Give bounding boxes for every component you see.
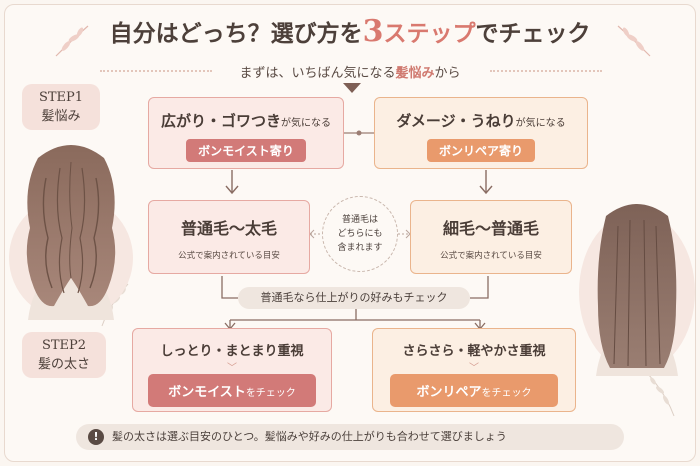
divider-left [100,70,212,72]
footer-note: ! 髪の太さは選ぶ目安のひとつ。髪悩みや好みの仕上がりも合わせて選びましょう [76,424,624,450]
concern-right-pill: ボンリペア寄り [426,139,535,162]
thickness-left-note: 公式で案内されている目安 [178,251,280,261]
straight-hair-illustration [579,204,695,376]
thickness-right-note: 公式で案内されている目安 [440,251,542,261]
finish-right-heading: さらさら・軽やかさ重視 [402,344,546,359]
thickness-left-heading: 普通毛～太毛 [180,219,277,238]
title-number: 3 [362,14,384,49]
page-title: 自分はどっち？選び方を3ステップでチェック [109,14,591,49]
chevron-down-icon: ﹀ [227,363,237,374]
step2-text: 髪の太さ [37,357,90,372]
thickness-left-box[interactable]: 普通毛～太毛 公式で案内されている目安 [148,200,310,274]
divider-right [490,70,602,72]
down-arrow-icon [343,83,361,93]
finish-right-box: さらさら・軽やかさ重視 ﹀ ボンリペアをチェック [372,328,576,412]
check-bonmoist-button[interactable]: ボンモイストをチェック [148,374,316,407]
thickness-right-box[interactable]: 細毛～普通毛 公式で案内されている目安 [410,200,572,274]
finish-left-heading: しっとり・まとまり重視 [160,344,304,359]
mid-bar: 普通毛なら仕上がりの好みもチェック [238,287,470,309]
footer-text: 髪の太さは選ぶ目安のひとつ。髪悩みや好みの仕上がりも合わせて選びましょう [112,430,507,443]
chevron-down-icon: ﹀ [469,363,479,374]
thickness-right-heading: 細毛～普通毛 [442,219,539,238]
step1-text: 髪悩み [41,109,81,124]
concern-left-pill: ボンモイスト寄り [186,139,306,162]
concern-right-box[interactable]: ダメージ・うねりが気になる ボンリペア寄り [374,97,588,169]
step1-badge: STEP1 髪悩み [22,84,100,130]
finish-left-box: しっとり・まとまり重視 ﹀ ボンモイストをチェック [132,328,332,412]
step1-label: STEP1 [38,90,84,105]
wavy-hair-illustration [9,145,133,320]
check-bonrepair-button[interactable]: ボンリペアをチェック [390,374,558,407]
leaf-icon-top-right [617,25,651,57]
center-note-circle: 普通毛は どちらにも 含まれます [322,196,398,272]
concern-left-box[interactable]: 広がり・ゴワつきが気になる ボンモイスト寄り [148,97,344,169]
step2-label: STEP2 [41,338,87,353]
step2-badge: STEP2 髪の太さ [22,332,106,378]
subtitle: まずは、いちばん気になる髪悩みから [239,66,461,81]
warning-icon: ! [88,429,104,445]
concern-left-heading: 広がり・ゴワつきが気になる [160,112,331,130]
title-accent: ステップ [383,20,476,47]
concern-right-heading: ダメージ・うねりが気になる [396,112,566,130]
leaf-icon-top-left [55,25,89,57]
leaf-icon-bottom-right [647,373,675,417]
